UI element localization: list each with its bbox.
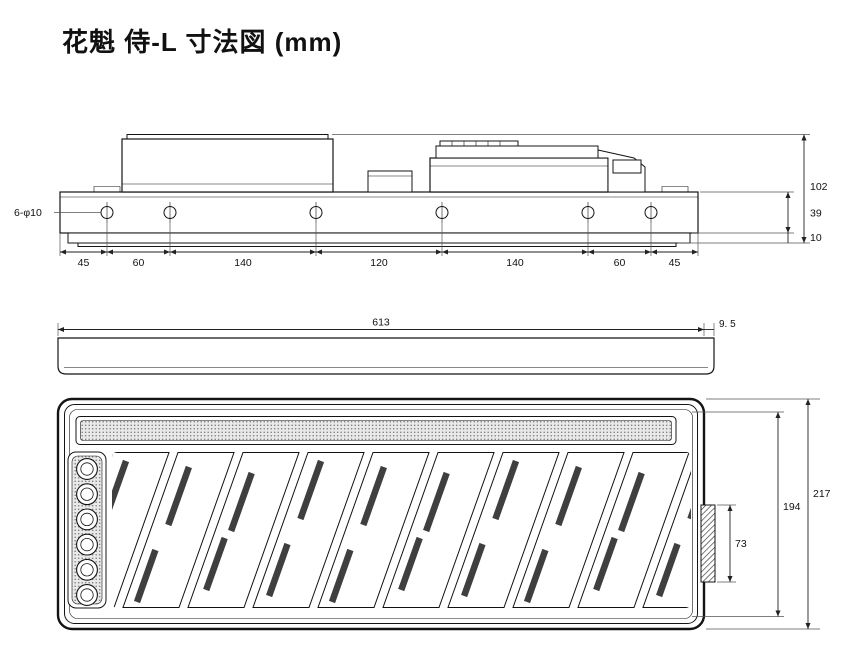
fin-accent-bar [228, 471, 255, 533]
chain-dim-5: 60 [614, 257, 626, 269]
top-view: 613 9. 5 [56, 317, 831, 631]
dim-lip-height: 10 [810, 232, 822, 244]
indicator-circle-inner [80, 462, 94, 476]
side-left-foot [93, 186, 121, 192]
mounting-holes [100, 202, 658, 223]
side-left-box-cap [126, 134, 329, 140]
fin-accent-bar [423, 471, 450, 533]
top-mesh-fill [80, 420, 672, 441]
indicator-circle-inner [80, 537, 94, 552]
side-right-top [435, 145, 599, 159]
fin-accent-bar [618, 471, 645, 533]
fin-accent-bar [297, 459, 325, 521]
indicator-circles [76, 458, 98, 606]
dim-total-height-front: 217 [813, 488, 831, 500]
fin-accent-bar [593, 536, 618, 592]
side-lower-lip2 [77, 242, 677, 247]
fin-accent-bar [461, 542, 486, 598]
chain-dim-2: 140 [234, 257, 252, 269]
fin-accent-bars [112, 459, 691, 604]
chain-dim-1: 60 [133, 257, 145, 269]
fin-accent-bar [555, 465, 582, 527]
side-bracket [700, 504, 716, 583]
top-view-height-dimensions: 217 194 73 [692, 398, 831, 630]
fin-accent-bar [112, 459, 130, 521]
indicator-circle-inner [80, 512, 94, 527]
side-lower-lip [67, 232, 691, 244]
fin-accent-bar [133, 548, 159, 604]
dim-total-height: 102 [810, 181, 828, 193]
side-view: 6-φ10 [14, 134, 828, 269]
indicator-circle-inner [80, 588, 94, 602]
side-right-serration [439, 140, 519, 147]
rear-flange [57, 337, 715, 375]
side-height-dimensions: 102 39 10 [332, 134, 828, 244]
width-dimensions: 613 9. 5 [57, 317, 736, 336]
fin-accent-bar [266, 542, 291, 598]
fin-accent-bar [398, 536, 423, 592]
fin-accent-bar [656, 542, 681, 598]
chain-dimension-labels: 45 60 140 120 140 60 45 [78, 257, 681, 269]
side-left-box [121, 138, 334, 193]
side-right-socket [612, 159, 642, 174]
fin-accent-bar [523, 548, 549, 604]
fin-accent-bar [492, 459, 520, 521]
side-right-body [429, 157, 609, 193]
fin-accent-bar [203, 536, 228, 592]
dim-plate-height: 39 [810, 208, 822, 220]
chain-dim-4: 140 [506, 257, 524, 269]
indicator-circle-inner [80, 487, 94, 501]
dim-bracket: 73 [735, 538, 747, 550]
dim-overhang: 9. 5 [719, 319, 736, 330]
side-base-plate [59, 191, 699, 234]
side-mid-box [367, 170, 413, 193]
hole-count-label: 6-φ10 [14, 207, 42, 219]
fin-accent-bar [328, 548, 354, 604]
chain-dim-0: 45 [78, 257, 90, 269]
fin-accent-bar [165, 465, 192, 527]
reflector-area [112, 452, 691, 608]
page-title: 花魁 侍-L 寸法図 (mm) [62, 27, 343, 57]
chain-dim-6: 45 [669, 257, 681, 269]
side-right-foot [661, 186, 689, 192]
dim-inner-height: 194 [783, 501, 801, 513]
indicator-circle-inner [80, 563, 94, 577]
chain-dim-3: 120 [370, 257, 388, 269]
dim-width: 613 [372, 317, 390, 329]
fin-accent-bar [360, 465, 387, 527]
